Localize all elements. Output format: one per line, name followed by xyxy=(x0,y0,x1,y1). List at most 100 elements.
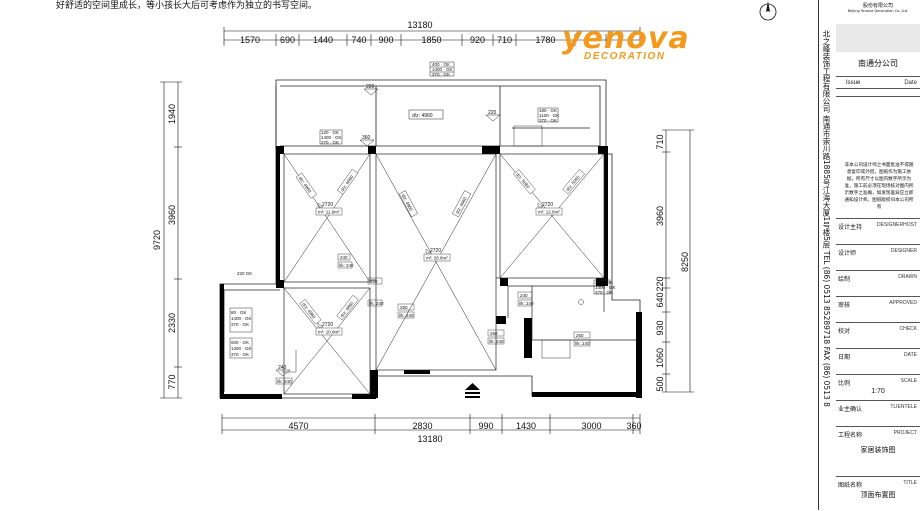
svg-text:d/z: 4960: d/z: 4960 xyxy=(412,113,433,119)
room-tag-4: 2720 m²: 10.9m² xyxy=(315,322,343,336)
copyright-notice: 非本公司设计师之书面批准不得随意复印或外借，图纸作为施工依据，所有尺寸以图内数字… xyxy=(844,163,914,210)
right-dimensions xyxy=(662,129,694,393)
room-tag-2: 2720 m²: 28.6m² xyxy=(423,248,451,262)
top-total-dim: 13180 xyxy=(407,20,432,30)
level-tags xyxy=(275,88,501,377)
svg-text:920 · GK: 920 · GK xyxy=(231,340,249,345)
svg-text:l/k: 240: l/k: 240 xyxy=(575,341,590,346)
bottom-dim-4: 1430 xyxy=(516,421,536,431)
top-dim-7: 920 xyxy=(470,35,485,45)
room-height: 2720 xyxy=(322,322,333,328)
bottom-dim-1: 4570 xyxy=(288,421,308,431)
logo-wordmark: yenova xyxy=(562,21,690,56)
room-height: 2720 xyxy=(322,202,333,208)
room-area: m²: 12.6m² xyxy=(538,210,560,215)
right-dim-6: 1060 xyxy=(655,348,665,368)
beam-marker: d/z: 4960 xyxy=(408,109,444,120)
svg-text:240: 240 xyxy=(340,255,348,260)
lk-tags xyxy=(275,253,591,385)
room-height: 2720 xyxy=(542,202,553,208)
north-arrow-icon xyxy=(759,1,777,21)
svg-text:80 · GK: 80 · GK xyxy=(231,310,247,315)
svg-text:1100 · GK: 1100 · GK xyxy=(539,113,559,118)
company-en: Beijing Yenova Decoration Co.,Ltd. xyxy=(847,9,909,13)
svg-text:200 · GK: 200 · GK xyxy=(595,280,613,285)
left-dimensions xyxy=(160,81,182,399)
top-dim-1: 1570 xyxy=(240,35,260,45)
svg-text:250: 250 xyxy=(490,331,498,336)
right-dim-3: 220 xyxy=(655,276,665,291)
svg-text:180 · GK: 180 · GK xyxy=(539,108,557,113)
entrance-arrow-icon xyxy=(465,383,480,398)
ceiling-diagonals xyxy=(283,153,605,395)
left-dim-1: 1940 xyxy=(167,104,177,124)
svg-text:1400 · GK: 1400 · GK xyxy=(432,67,453,72)
diagonal-label-3: d/z: 4960 xyxy=(398,190,418,218)
svg-text:370 · GK: 370 · GK xyxy=(231,322,249,327)
issue-row: Issue Date xyxy=(836,76,920,89)
diagonal-label-8: d/z: 4860 xyxy=(336,295,359,321)
bottom-dim-2: 2830 xyxy=(412,421,432,431)
top-dim-6: 1850 xyxy=(421,35,441,45)
svg-text:250: 250 xyxy=(400,305,408,310)
svg-text:220 GK: 220 GK xyxy=(237,271,252,276)
svg-text:l/k: 240: l/k: 240 xyxy=(339,263,354,268)
right-dim-4: 640 xyxy=(655,292,665,307)
diagonal-label-5: d/z: 5060 xyxy=(513,169,536,195)
room-outlines xyxy=(283,153,605,395)
top-dim-9: 1780 xyxy=(535,35,555,45)
svg-text:240: 240 xyxy=(278,365,287,371)
room-tag-3: 2720 m²: 12.6m² xyxy=(535,202,563,216)
svg-text:220: 220 xyxy=(488,110,497,116)
outer-walls xyxy=(219,79,641,399)
svg-text:370 · GK: 370 · GK xyxy=(432,72,450,77)
company-address-vertical: 北之峰装饰工程有限公司 南通市崇川路1885号江海大厦1号楼5层 TEL (86… xyxy=(822,30,831,407)
left-outer-dim: 9720 xyxy=(152,230,162,250)
svg-text:370 · GK: 370 · GK xyxy=(539,118,557,123)
title-block xyxy=(818,0,920,510)
bottom-dimensions xyxy=(221,414,641,434)
svg-text:l/k: 240: l/k: 240 xyxy=(519,301,534,306)
svg-text:l/k: 240: l/k: 240 xyxy=(399,313,414,318)
right-total-dim: 8250 xyxy=(680,252,690,272)
room-area: m²: 10.9m² xyxy=(318,330,340,335)
svg-text:220: 220 xyxy=(366,84,375,90)
top-dim-3: 1440 xyxy=(313,35,333,45)
title-block-main: 股份有限公司 Beijing Yenova Decoration Co.,Ltd… xyxy=(836,0,920,510)
room-area: m²: 28.6m² xyxy=(426,256,448,261)
svg-text:1400 · GK: 1400 · GK xyxy=(231,346,252,351)
company-cn: 股份有限公司 xyxy=(862,3,893,9)
svg-text:120 · GK: 120 · GK xyxy=(321,130,339,135)
company-logo-bar xyxy=(836,24,920,52)
svg-text:1400 · GK: 1400 · GK xyxy=(321,135,342,140)
structural-columns xyxy=(220,146,642,399)
svg-text:250: 250 xyxy=(576,333,584,338)
svg-text:370 · GK: 370 · GK xyxy=(595,290,613,295)
spec-labels: 400 · GK 1400 · GK 370 · GK 180 · GK 110… xyxy=(231,62,616,357)
top-dim-2: 690 xyxy=(280,35,295,45)
bottom-dim-3: 990 xyxy=(478,421,493,431)
left-dim-3: 2330 xyxy=(167,313,177,333)
svg-text:370 · GK: 370 · GK xyxy=(231,352,249,357)
svg-text:l/k: 240: l/k: 240 xyxy=(277,379,292,384)
svg-text:250: 250 xyxy=(370,279,378,284)
bottom-dim-6: 360 xyxy=(626,421,641,431)
bottom-total-dim: 13180 xyxy=(417,434,442,444)
room-height: 2720 xyxy=(430,248,441,254)
brand-logo: yenova DECORATION xyxy=(562,24,694,64)
top-dim-5: 900 xyxy=(378,35,393,45)
svg-text:360: 360 xyxy=(362,135,371,141)
svg-text:270 · GK: 270 · GK xyxy=(321,140,339,145)
diagonal-label-2: d/z: 4860 xyxy=(336,168,359,195)
top-dim-8: 710 xyxy=(497,35,512,45)
